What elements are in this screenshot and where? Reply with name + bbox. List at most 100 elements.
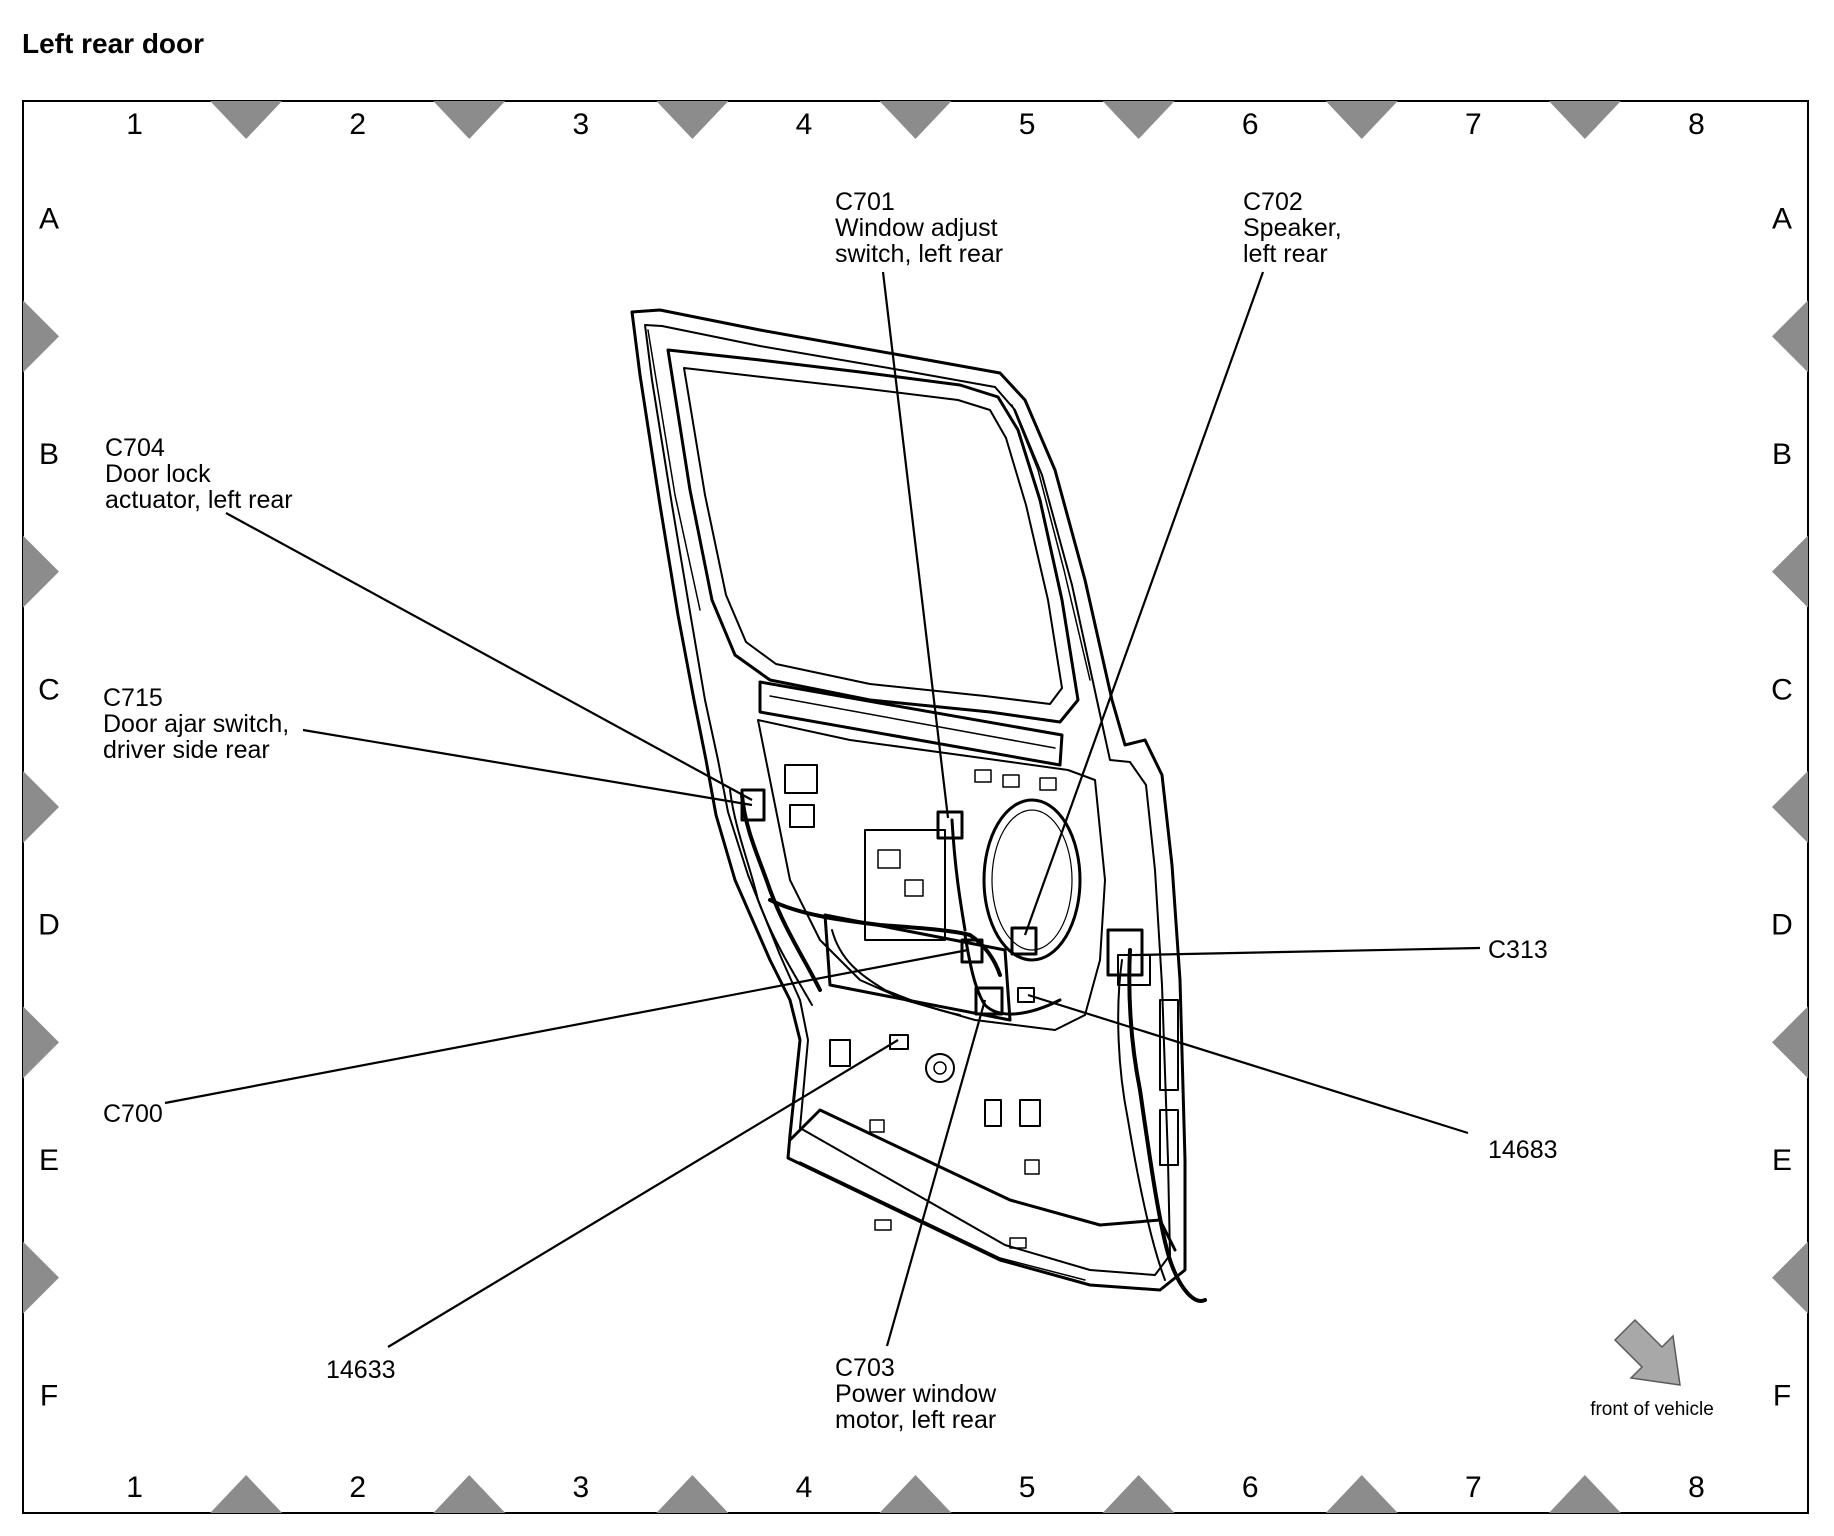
window-opening bbox=[666, 348, 1080, 724]
grid-column-label-top-7: 7 bbox=[1465, 108, 1482, 141]
grid-column-label-bottom-7: 7 bbox=[1465, 1471, 1482, 1504]
callouts: C701 Window adjust switch, left rear C70… bbox=[103, 188, 1558, 1434]
grid-column-label-bottom-5: 5 bbox=[1019, 1471, 1036, 1504]
diagram-frame bbox=[22, 100, 1809, 1514]
leader-c704 bbox=[225, 512, 753, 801]
grid-row-label-right-C: C bbox=[1771, 673, 1793, 706]
grid-marker-bottom-2 bbox=[433, 1475, 506, 1513]
grid-marker-top-6 bbox=[1325, 101, 1398, 139]
grid-marker-left-5 bbox=[23, 1241, 59, 1314]
grid-row-label-left-B: B bbox=[39, 438, 59, 471]
window-regulator-track bbox=[823, 913, 1012, 1022]
leader-lines bbox=[164, 271, 1481, 1348]
grid-marker-right-4 bbox=[1772, 1006, 1808, 1079]
orientation-indicator: front of vehicle bbox=[1590, 1318, 1714, 1420]
grid-marker-left-4 bbox=[23, 1006, 59, 1079]
leader-c700 bbox=[164, 948, 969, 1105]
grid-row-label-right-A: A bbox=[1772, 203, 1792, 236]
wiring-harness-main bbox=[768, 898, 1002, 977]
grid-marker-top-5 bbox=[1102, 101, 1175, 139]
belt-rail bbox=[758, 680, 1064, 767]
arrow-down-right-icon bbox=[1613, 1318, 1681, 1386]
window-opening-inner bbox=[683, 367, 1063, 705]
connector-c715-body bbox=[740, 788, 766, 822]
connector-c701-body bbox=[936, 810, 964, 840]
leader-14633 bbox=[387, 1039, 899, 1348]
grid-column-label-bottom-3: 3 bbox=[572, 1471, 589, 1504]
grid-column-label-bottom-2: 2 bbox=[349, 1471, 366, 1504]
grid-marker-bottom-5 bbox=[1102, 1475, 1175, 1513]
grid-marker-right-3 bbox=[1772, 771, 1808, 843]
grid-column-label-bottom-6: 6 bbox=[1242, 1471, 1259, 1504]
leader-c702 bbox=[1023, 271, 1265, 936]
grid-marker-bottom-1 bbox=[210, 1475, 283, 1513]
clip-14683 bbox=[1017, 987, 1035, 1003]
inner-panel bbox=[757, 719, 1106, 1031]
callout-c313: C313 bbox=[1488, 936, 1548, 964]
callout-c701: C701 Window adjust switch, left rear bbox=[835, 188, 1005, 268]
grid-column-label-top-5: 5 bbox=[1019, 108, 1036, 141]
wiring-harness-to-body bbox=[1127, 948, 1207, 1303]
leader-14683 bbox=[1027, 993, 1469, 1135]
grid-marker-bottom-7 bbox=[1548, 1475, 1621, 1513]
door-sill bbox=[788, 1108, 1177, 1252]
grid-marker-right-5 bbox=[1772, 1241, 1808, 1314]
grid-marker-left-1 bbox=[23, 300, 59, 373]
speaker-opening bbox=[982, 798, 1082, 962]
grid-column-label-bottom-8: 8 bbox=[1688, 1471, 1705, 1504]
grid-marker-top-3 bbox=[656, 101, 729, 139]
leader-c313 bbox=[1134, 946, 1481, 957]
grid-marker-top-2 bbox=[433, 101, 506, 139]
grid-marker-bottom-4 bbox=[879, 1475, 952, 1513]
grid-row-label-left-C: C bbox=[38, 673, 60, 706]
grid-column-label-top-1: 1 bbox=[126, 108, 143, 141]
grid-markers bbox=[23, 101, 1808, 1513]
grid-marker-left-3 bbox=[23, 771, 59, 843]
connector-c313-body bbox=[1106, 928, 1144, 977]
grid-row-label-right-F: F bbox=[1773, 1379, 1791, 1412]
door-outer-shell bbox=[630, 308, 1187, 1292]
callout-c702: C702 Speaker, left rear bbox=[1243, 188, 1349, 268]
callout-c704: C704 Door lock actuator, left rear bbox=[105, 434, 293, 514]
leader-c703 bbox=[885, 999, 987, 1347]
grid-marker-top-4 bbox=[879, 101, 952, 139]
grid-marker-bottom-3 bbox=[656, 1475, 729, 1513]
leader-c701 bbox=[881, 271, 950, 819]
grid-marker-top-7 bbox=[1548, 101, 1621, 139]
grid-column-label-bottom-1: 1 bbox=[126, 1471, 143, 1504]
grid-row-label-right-B: B bbox=[1772, 438, 1792, 471]
grid-row-label-left-E: E bbox=[39, 1144, 59, 1177]
clip-14633 bbox=[889, 1034, 909, 1050]
grid-row-label-left-F: F bbox=[40, 1379, 58, 1412]
page-title: Left rear door bbox=[22, 28, 205, 59]
grid-marker-left-2 bbox=[23, 535, 59, 608]
leader-c715 bbox=[302, 728, 753, 807]
grid-column-label-top-8: 8 bbox=[1688, 108, 1705, 141]
grid-column-label-top-4: 4 bbox=[796, 108, 813, 141]
connector-c702-body bbox=[1010, 926, 1038, 956]
grid-marker-top-1 bbox=[210, 101, 283, 139]
grid-marker-right-1 bbox=[1772, 300, 1808, 373]
grid-row-label-right-D: D bbox=[1771, 909, 1793, 942]
callout-14683: 14683 bbox=[1488, 1136, 1558, 1164]
grid-column-label-bottom-4: 4 bbox=[796, 1471, 813, 1504]
grid-column-label-top-6: 6 bbox=[1242, 108, 1259, 141]
grid-row-label-right-E: E bbox=[1772, 1144, 1792, 1177]
grid-marker-right-2 bbox=[1772, 535, 1808, 608]
callout-c715: C715 Door ajar switch, driver side rear bbox=[103, 684, 296, 764]
callout-c700: C700 bbox=[103, 1100, 163, 1128]
callout-14633: 14633 bbox=[326, 1356, 396, 1384]
door-lock-module bbox=[864, 829, 946, 941]
grid-column-label-top-2: 2 bbox=[349, 108, 366, 141]
connector-c703-body bbox=[974, 986, 1004, 1016]
callout-c703: C703 Power window motor, left rear bbox=[835, 1354, 1003, 1434]
grid-column-label-top-3: 3 bbox=[572, 108, 589, 141]
rear-door-illustration bbox=[630, 308, 1207, 1303]
grid-row-label-left-D: D bbox=[38, 909, 60, 942]
grid-row-label-left-A: A bbox=[39, 203, 59, 236]
orientation-label: front of vehicle bbox=[1590, 1399, 1714, 1420]
wiring-harness-hinge-side bbox=[740, 793, 822, 992]
grid-marker-bottom-6 bbox=[1325, 1475, 1398, 1513]
